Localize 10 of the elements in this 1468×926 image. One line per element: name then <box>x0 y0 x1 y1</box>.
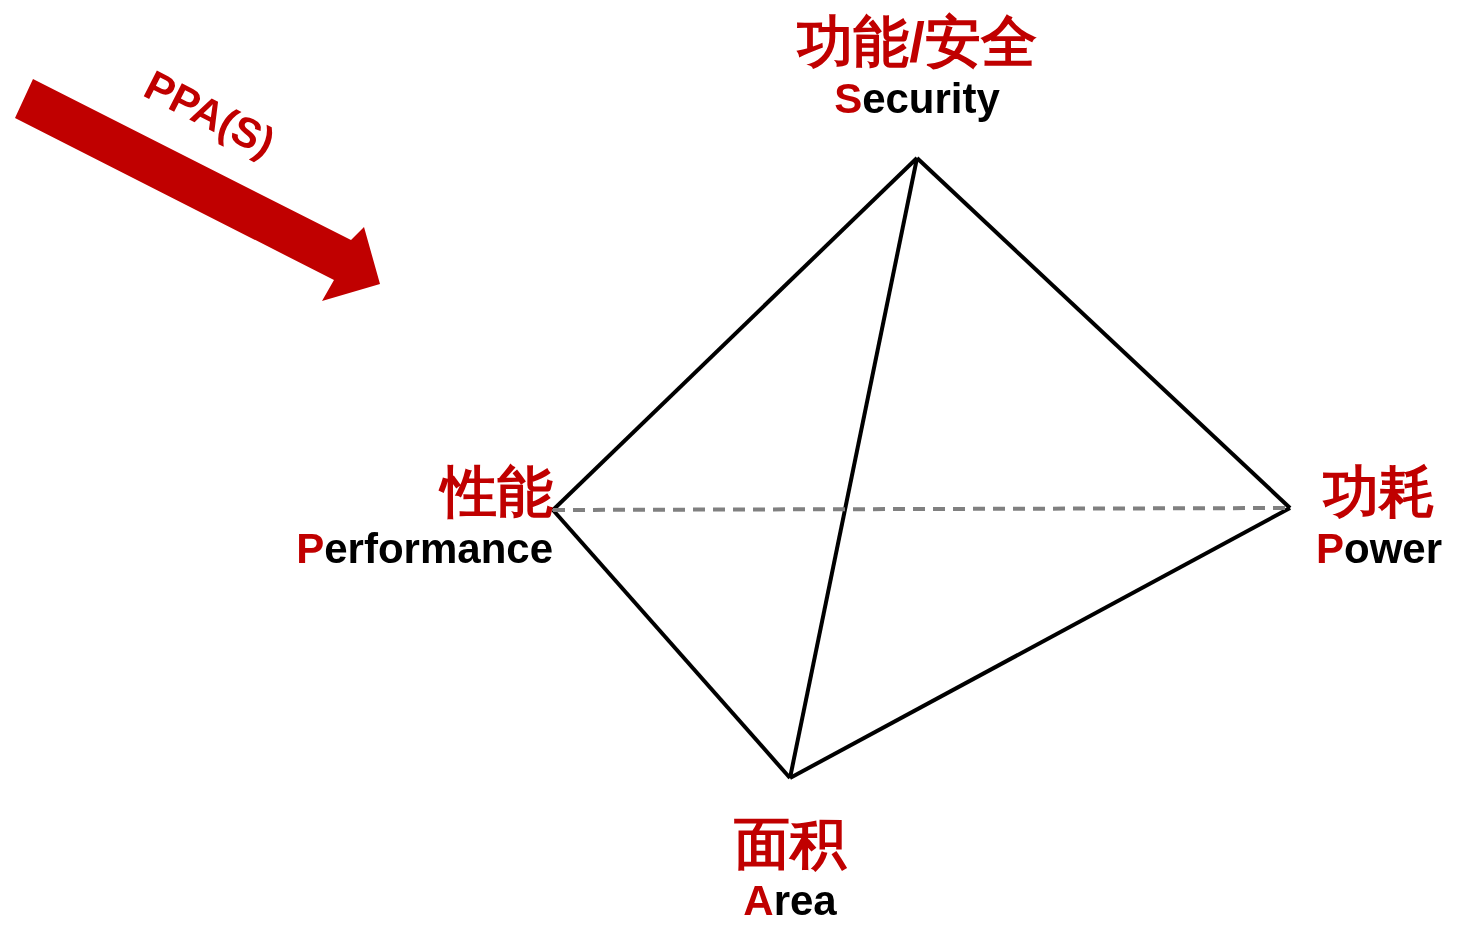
vertex-label: Area <box>743 876 837 926</box>
edge-line <box>915 156 1292 510</box>
edge-line <box>551 508 792 780</box>
vertex-heading: 功耗 <box>1323 460 1435 524</box>
vertex-heading: 功能/安全 <box>797 10 1037 74</box>
edge-line <box>789 506 1291 780</box>
vertex-label: Performance <box>296 524 553 574</box>
vertex-label: Power <box>1315 524 1442 574</box>
vertex-heading: 面积 <box>734 812 846 876</box>
vertex-label: Security <box>834 74 1000 124</box>
